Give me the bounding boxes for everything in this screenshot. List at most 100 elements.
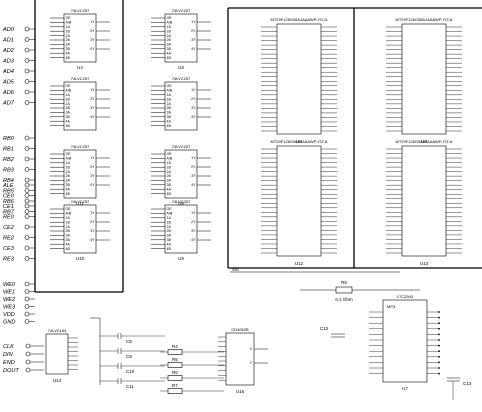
cap-label: C11: [126, 384, 134, 389]
mux-pin-label: OE: [167, 84, 173, 88]
signal-connector: [24, 89, 30, 95]
signal-label-ad1: AD1: [2, 38, 14, 44]
nand-ref: U5: [296, 139, 302, 144]
mux-pin-label: 3Y: [90, 106, 95, 110]
mux-pin-label: 3A: [167, 43, 172, 47]
mux-part-label: 74LVC257: [172, 76, 191, 81]
signal-connector: [24, 26, 30, 32]
mux-pin-label: 2A: [167, 102, 172, 106]
mux-pin-label: 3B: [66, 238, 71, 242]
signal-connector: [24, 311, 30, 317]
gauge-pin-dot: [438, 344, 440, 347]
signal-connector: [24, 256, 30, 261]
mux-pin-label: OE: [167, 152, 173, 156]
spi-label-din: DIN: [3, 352, 14, 358]
mux-body: [63, 149, 97, 199]
mux-pin-label: 1Y: [191, 211, 196, 215]
mux-ref: U10: [76, 256, 85, 261]
mux-chips: 74LVC257OEA/B1A1B2A2B3A3B4A4B1Y2Y3Y4YU47…: [50, 8, 211, 261]
mux-pin-label: 3B: [66, 47, 71, 51]
mux-pin-label: 4Y: [90, 238, 95, 242]
bottom-circuit: 74LVC164U14C8C9C10C11R4R5R6R7CD4052BXYU1…: [45, 268, 472, 400]
cap-c12-label: C12: [320, 326, 329, 331]
signal-connector: [24, 281, 30, 287]
mux-pin-label: 4B: [167, 247, 172, 251]
mux-pin-label: A/B: [66, 212, 72, 216]
mux-pin-label: 1B: [167, 97, 172, 101]
resistor-body: [167, 375, 183, 381]
nand-body: [276, 145, 322, 257]
nand-body: [401, 145, 447, 257]
mux-pin-label: 4B: [66, 124, 71, 128]
nand-chip: MT29F128G08AJAAAWP-ITZ:AU6: [386, 17, 462, 144]
mux-pin-label: 3A: [167, 234, 172, 238]
resistor-body: [167, 362, 183, 368]
mux-pin-label: 3B: [167, 115, 172, 119]
nand-ref: U6: [421, 139, 427, 144]
mux-pin-label: 3B: [167, 238, 172, 242]
mux-pin-label: 4Y: [90, 183, 95, 187]
signal-connector: [24, 177, 30, 183]
signal-label-ad5: AD5: [2, 80, 15, 86]
signal-connector: [24, 203, 30, 209]
gauge-pin-dot: [438, 316, 440, 319]
nand-part-label: MT29F128G08AJAAAWP-ITZ:A: [396, 139, 453, 144]
nand-body: [401, 23, 447, 135]
signal-label-ce3: CE3: [3, 246, 15, 252]
mux-pin-label: 1A: [167, 216, 172, 220]
signal-connector: [24, 47, 30, 53]
mux-pin-label: 3A: [167, 111, 172, 115]
analog-mux-ref: U15: [236, 389, 245, 394]
nand-chips: MT29F128G08AJAAAWP-ITZ:AU5MT29F128G08AJA…: [261, 17, 462, 266]
signal-label-we0: WE0: [3, 282, 16, 288]
nand-part-label: MT29F128G08AJAAAWP-ITZ:A: [396, 17, 453, 22]
mux-pin-label: 1A: [66, 161, 71, 165]
mux-part-label: 74LVC257: [172, 144, 191, 149]
mux-pin-label: 2Y: [191, 97, 196, 101]
signal-connector: [24, 167, 30, 172]
gauge-pin-dot: [438, 367, 440, 369]
mux-pin-label: 2A: [66, 170, 71, 174]
signal-connector: [24, 224, 30, 230]
mux-body: [63, 204, 97, 254]
signal-label-rb2: RB2: [3, 157, 15, 163]
mux-pin-label: 1A: [66, 93, 71, 97]
mux-part-label: 74LVC257: [71, 199, 90, 204]
mux-pin-label: 2B: [66, 229, 71, 233]
gauge-pin-dot: [438, 311, 440, 313]
mux-pin-label: 1A: [66, 25, 71, 29]
mux-pin-label: 2B: [66, 38, 71, 42]
mux-pin-label: 3Y: [191, 229, 196, 233]
frame-lines: [34, 0, 482, 293]
sense-value: 0.1 Ohm: [335, 297, 353, 302]
cap-label: C9: [126, 354, 132, 359]
mux-part-label: 74LVC257: [71, 8, 90, 13]
mux-pin-label: 3A: [66, 43, 71, 47]
mux-ref: U3: [178, 65, 184, 70]
mux-part-label: 74LVC257: [71, 76, 90, 81]
spi-connector: [25, 367, 31, 373]
mux-ref: U11: [76, 201, 84, 206]
mux-pin-label: 2Y: [191, 165, 196, 169]
signal-label-we2: WE2: [3, 297, 16, 303]
signal-label-ad4: AD4: [2, 69, 14, 75]
mux-pin-label: 1B: [66, 97, 71, 101]
signal-label-ad2: AD2: [2, 48, 15, 54]
gauge-sub-label: MP3: [387, 304, 396, 309]
mux-pin-label: 2Y: [191, 220, 196, 224]
signal-connector: [24, 289, 30, 294]
signal-label-re3: RE3: [3, 257, 15, 263]
signal-connector: [24, 79, 30, 84]
gauge-body: [382, 299, 428, 383]
mux-pin-label: 3Y: [90, 38, 95, 42]
